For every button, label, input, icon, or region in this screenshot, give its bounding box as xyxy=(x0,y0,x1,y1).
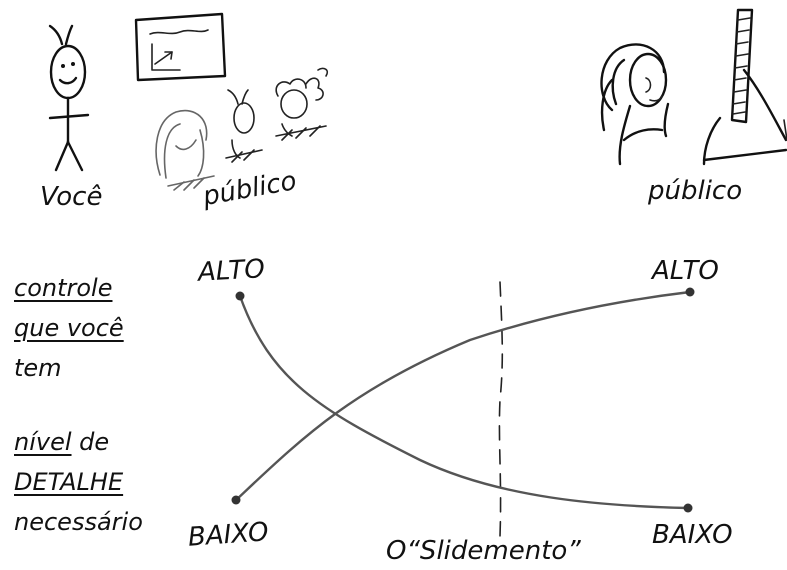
detail-curve-line xyxy=(231,287,695,505)
audience-member-icon xyxy=(600,43,670,166)
presenter-figure-icon xyxy=(48,24,90,172)
detail-label-of: de xyxy=(71,428,110,456)
right-low-label: BAIXO xyxy=(652,520,733,550)
presentation-board-icon xyxy=(134,12,227,82)
control-label-line2: que você xyxy=(14,314,124,342)
detail-label-line3: necessário xyxy=(14,508,143,536)
left-low-label: BAIXO xyxy=(187,517,270,553)
crossover-dashed-line xyxy=(498,281,504,537)
control-label-line1: controle xyxy=(14,274,113,302)
control-label-line3: tem xyxy=(14,354,62,382)
detail-label-line1: nível de xyxy=(14,428,109,456)
projection-screen-icon xyxy=(702,8,787,166)
audience-group-icon xyxy=(155,67,329,191)
left-high-label: ALTO xyxy=(197,254,266,288)
audience-label-right: público xyxy=(648,176,743,206)
detail-start-point xyxy=(231,495,241,505)
control-end-point xyxy=(683,503,693,513)
presenter-label: Você xyxy=(40,182,103,212)
detail-label-line2: DETALHE xyxy=(14,468,124,496)
detail-label-level: nível xyxy=(14,428,72,456)
control-curve-line xyxy=(235,291,693,513)
detail-end-point xyxy=(685,287,695,297)
crossover-label: O“Slidemento” xyxy=(386,536,581,566)
right-high-label: ALTO xyxy=(652,256,719,286)
control-start-point xyxy=(235,291,245,301)
